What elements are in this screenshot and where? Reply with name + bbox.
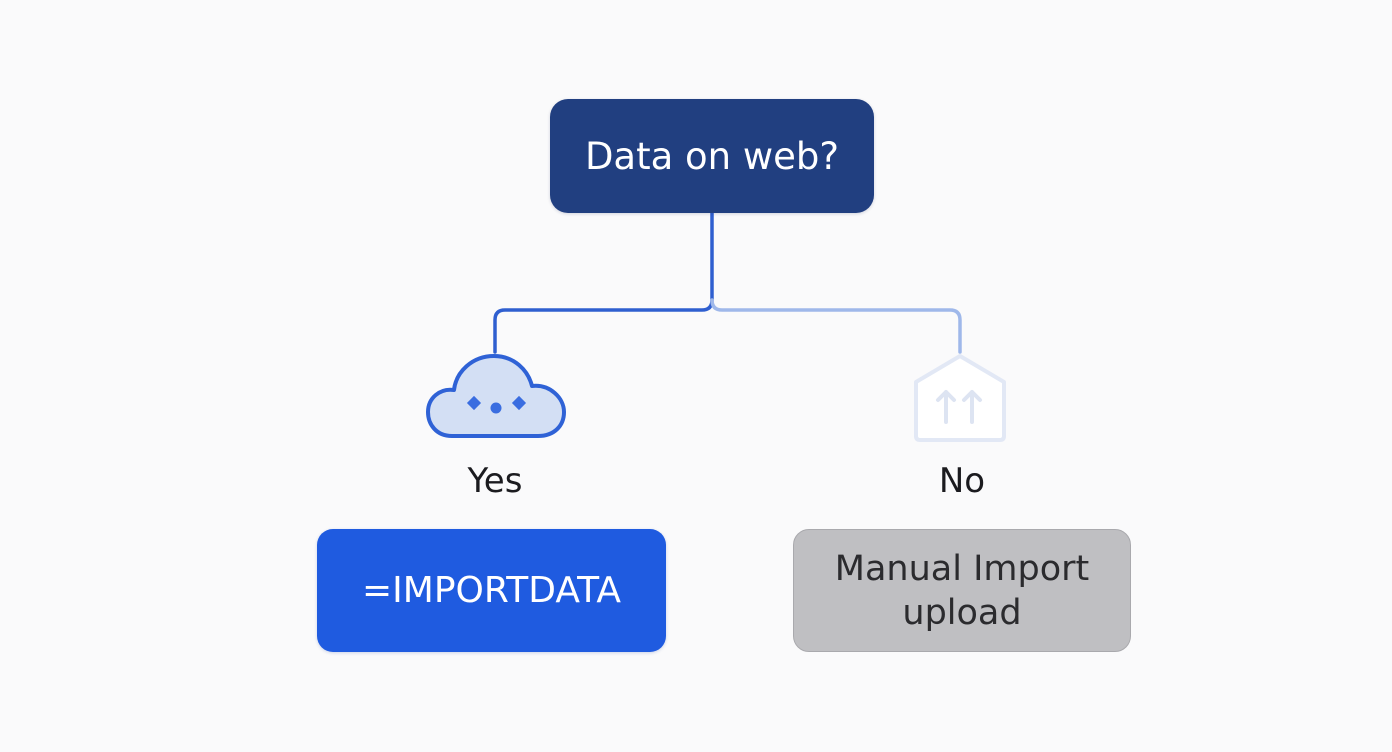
cloud-icon xyxy=(426,354,566,438)
decision-node: Data on web? xyxy=(550,99,874,213)
decision-question: Data on web? xyxy=(584,134,840,178)
branch-label-yes: Yes xyxy=(467,461,523,501)
result-manual-line-2: upload xyxy=(902,592,1022,633)
result-node-manual-import: Manual Import upload xyxy=(793,529,1131,652)
branch-label-no: No xyxy=(938,461,986,501)
result-importdata-text: =IMPORTDATA xyxy=(361,570,621,611)
result-manual-line-1: Manual Import xyxy=(834,548,1090,589)
connector-no-branch xyxy=(710,298,962,354)
upload-box-icon xyxy=(914,354,1006,442)
result-node-importdata: =IMPORTDATA xyxy=(317,529,666,652)
connector-trunk xyxy=(493,211,714,354)
